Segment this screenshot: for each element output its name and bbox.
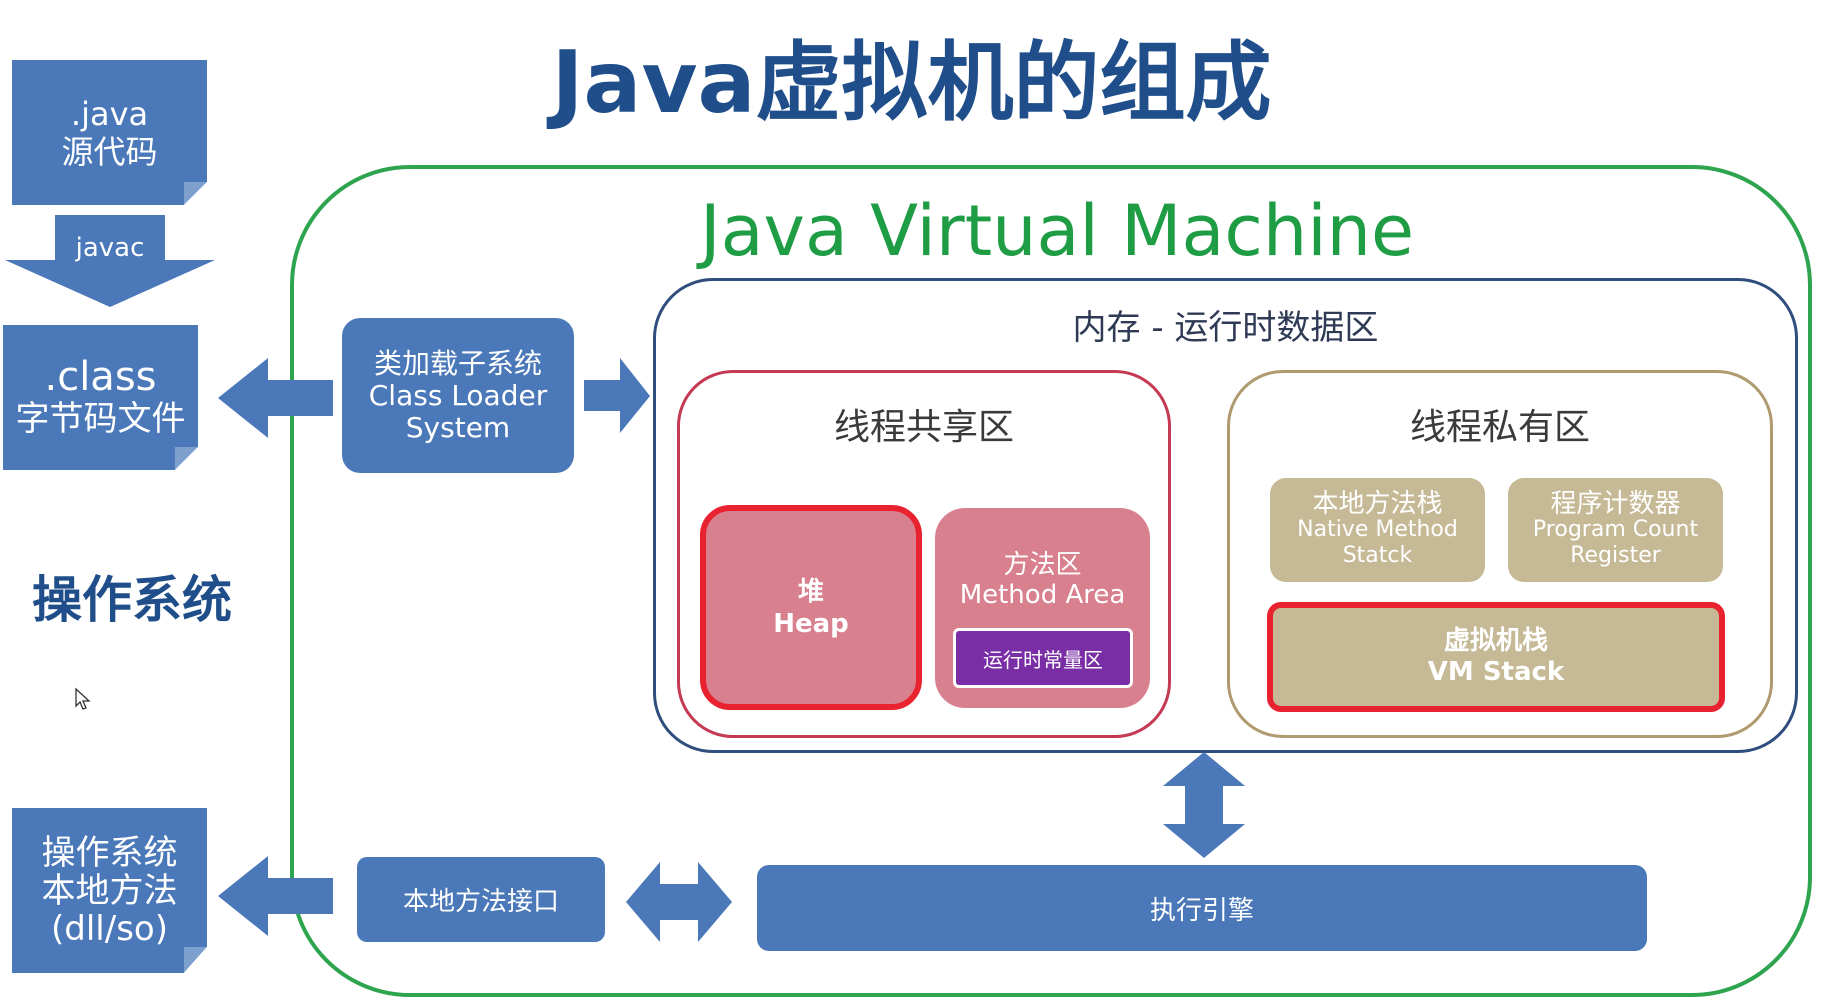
- left-arrow-to-class-icon: [218, 358, 333, 438]
- runtime-constant-pool: 运行时常量区: [953, 628, 1133, 688]
- runtime-data-area-title: 内存 - 运行时数据区: [1072, 308, 1379, 348]
- pc-register: 程序计数器 Program Count Register: [1508, 478, 1723, 582]
- execution-engine: 执行引擎: [757, 865, 1647, 951]
- thread-private-area: [1227, 370, 1773, 738]
- jvm-title: Java Virtual Machine: [700, 190, 1415, 272]
- java-source-ext: .java: [70, 94, 149, 133]
- class-file-label: 字节码文件: [15, 398, 186, 439]
- os-native-line1: 操作系统: [41, 832, 178, 873]
- page-fold-icon: [174, 446, 198, 470]
- horizontal-double-arrow-icon: [626, 862, 732, 942]
- os-label: 操作系统: [32, 571, 232, 629]
- pc-register-en2: Register: [1570, 543, 1661, 568]
- javac-down-arrow-icon: [5, 215, 215, 307]
- runtime-data-area: [653, 278, 1798, 753]
- java-source-label: 源代码: [61, 132, 158, 171]
- right-arrow-to-memory-icon: [584, 358, 650, 433]
- heap-en: Heap: [773, 608, 849, 639]
- java-source-file: .java 源代码: [12, 60, 207, 205]
- page-title: Java虚拟机的组成: [551, 33, 1272, 133]
- pc-register-cn: 程序计数器: [1550, 489, 1681, 519]
- class-loader-en2: System: [405, 410, 511, 444]
- thread-shared-title: 线程共享区: [833, 407, 1014, 448]
- javac-label: javac: [75, 233, 145, 263]
- os-native-method-file: 操作系统 本地方法 (dll/so): [12, 808, 207, 973]
- thread-private-title: 线程私有区: [1409, 407, 1590, 448]
- vm-stack: 虚拟机栈 VM Stack: [1267, 602, 1725, 712]
- heap-box: 堆 Heap: [700, 505, 922, 710]
- mouse-cursor-icon: [75, 687, 91, 710]
- native-stack-en1: Native Method: [1297, 517, 1458, 542]
- thread-shared-area: [677, 370, 1171, 738]
- native-method-interface: 本地方法接口: [357, 857, 605, 942]
- method-area-en: Method Area: [959, 580, 1126, 610]
- os-native-line3: (dll/so): [51, 908, 168, 949]
- vm-stack-cn: 虚拟机栈: [1443, 626, 1548, 656]
- class-loader-cn: 类加载子系统: [373, 346, 542, 380]
- class-file-ext: .class: [44, 353, 157, 400]
- heap-cn: 堆: [797, 576, 824, 607]
- page-fold-icon: [183, 946, 207, 973]
- vm-stack-en: VM Stack: [1427, 657, 1565, 687]
- native-stack-en2: Statck: [1342, 543, 1413, 568]
- native-stack-cn: 本地方法栈: [1312, 489, 1443, 519]
- os-native-line2: 本地方法: [41, 870, 178, 911]
- native-method-stack: 本地方法栈 Native Method Statck: [1270, 478, 1485, 582]
- class-bytecode-file: .class 字节码文件: [3, 325, 198, 470]
- method-area-cn: 方法区: [1003, 550, 1082, 580]
- page-fold-icon: [183, 181, 207, 205]
- jvm-container: [290, 165, 1812, 997]
- class-loader-en1: Class Loader: [368, 378, 548, 412]
- class-loader-subsystem: 类加载子系统 Class Loader System: [342, 318, 574, 473]
- pc-register-en1: Program Count: [1532, 517, 1699, 542]
- left-arrow-to-os-native-icon: [218, 856, 333, 936]
- vertical-double-arrow-icon: [1163, 752, 1245, 858]
